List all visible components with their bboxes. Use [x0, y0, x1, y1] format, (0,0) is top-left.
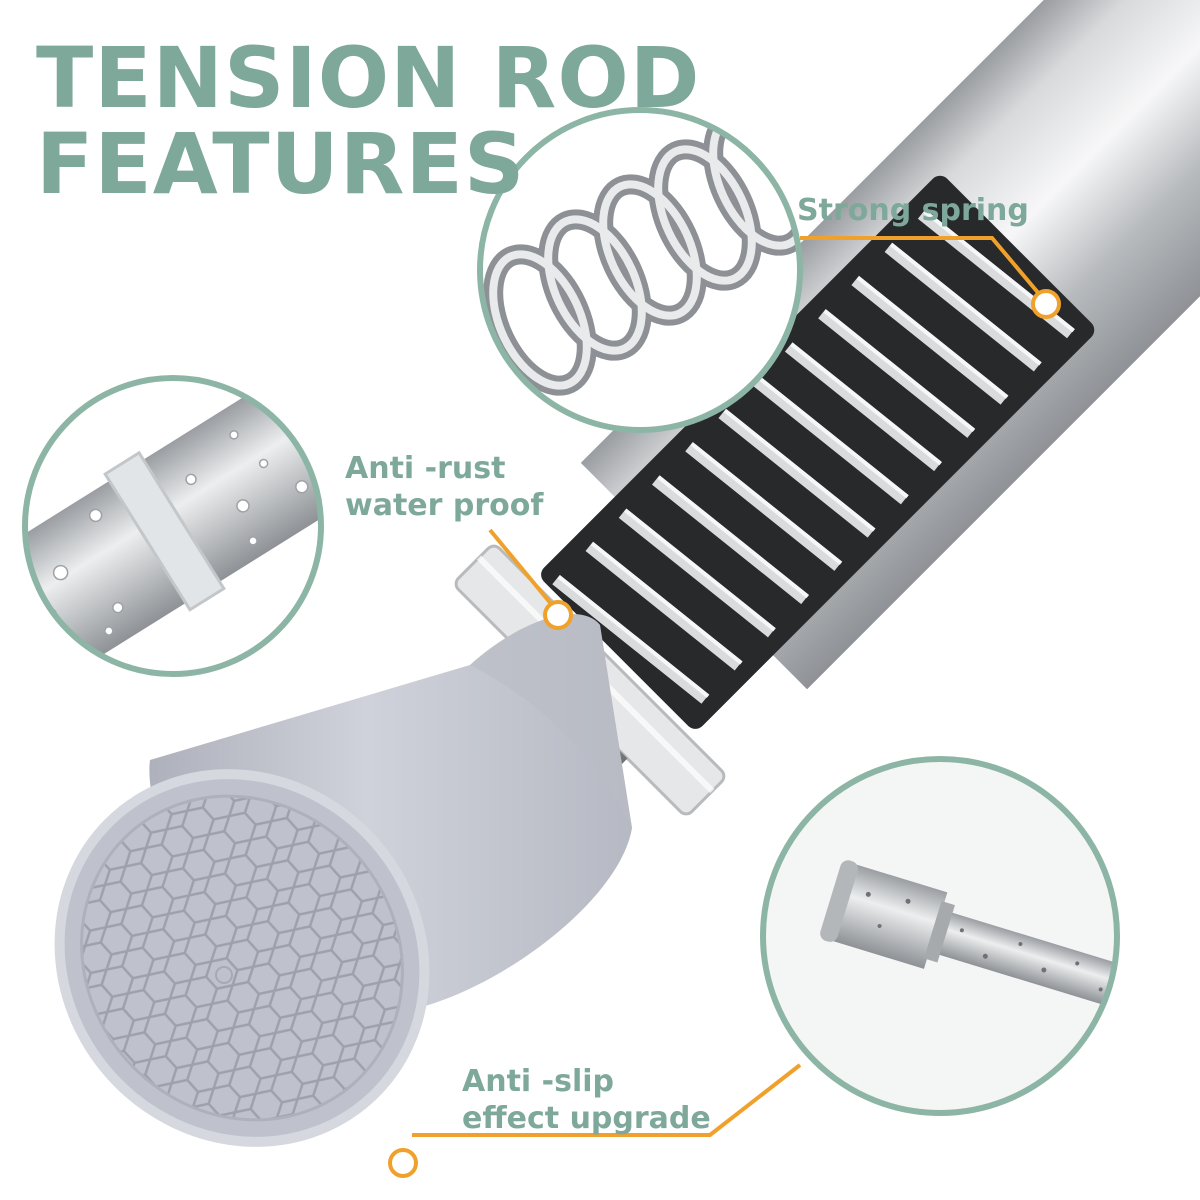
page-title-line-2: FEATURES	[36, 115, 526, 213]
spring-callout-dot	[1031, 289, 1061, 319]
strong-spring-text: Strong spring	[797, 193, 1029, 228]
page-title-line-1: TENSION ROD	[36, 29, 701, 127]
spring-zoom-circle	[477, 107, 803, 433]
anti-slip-line-2: effect upgrade	[462, 1100, 711, 1136]
callout-lines	[412, 236, 1042, 1137]
slip-callout-line	[412, 1063, 802, 1137]
end-cap	[54, 614, 632, 1147]
slip-callout-dot	[388, 1148, 418, 1178]
anti-slip-label: Anti -slip effect upgrade	[462, 1064, 711, 1137]
anti-slip-line-1: Anti -slip	[462, 1064, 614, 1099]
spring-callout-line	[800, 236, 1042, 297]
shower-zoom-circle	[760, 756, 1120, 1116]
callout-dots	[388, 289, 1061, 1178]
rust-zoom-circle	[22, 375, 324, 677]
anti-rust-label: Anti -rust water proof	[345, 451, 543, 524]
anti-rust-line-2: water proof	[345, 487, 544, 523]
anti-rust-line-1: Anti -rust	[345, 451, 506, 486]
strong-spring-label: Strong spring	[797, 193, 1029, 230]
rust-callout-line	[488, 528, 559, 613]
rust-callout-dot	[543, 600, 573, 630]
spring-window	[541, 175, 1095, 729]
